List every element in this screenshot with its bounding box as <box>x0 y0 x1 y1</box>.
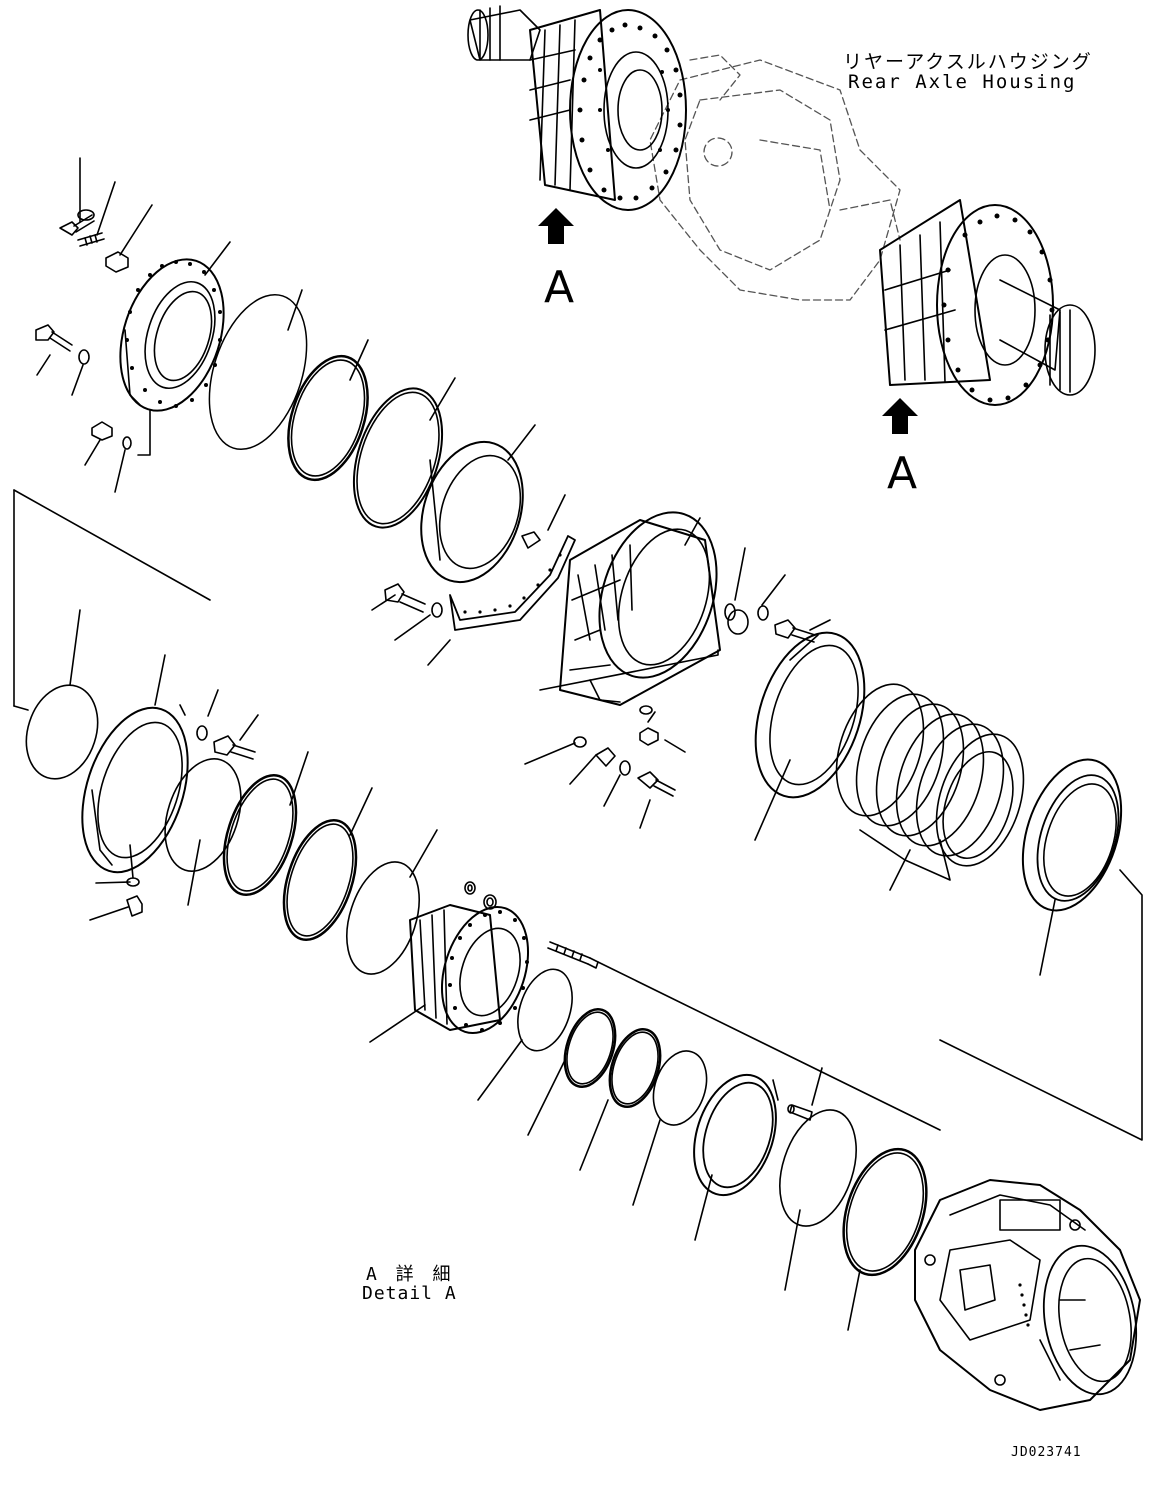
final-drive-housing <box>914 1179 1141 1411</box>
view-marker-left: A <box>544 262 575 313</box>
disc-pack <box>754 631 1143 1141</box>
housing-label-english: Rear Axle Housing <box>848 71 1077 93</box>
right-hub <box>879 199 1096 406</box>
top-rings <box>208 289 536 584</box>
detail-label-japanese: A 詳 細 <box>366 1264 455 1285</box>
drawing-code: JD023741 <box>1011 1445 1082 1460</box>
arrow-up-icon-right <box>882 398 918 434</box>
lower-left-group <box>13 489 438 975</box>
arrow-up-icon-left <box>538 208 574 244</box>
retainer-group <box>35 157 231 493</box>
detail-label-english: Detail A <box>362 1283 457 1304</box>
rear-axle-housing <box>467 5 1096 434</box>
middle-hub-group <box>371 494 831 829</box>
view-marker-right: A <box>887 448 918 499</box>
lower-hub-group <box>369 881 941 1331</box>
left-hub <box>529 9 687 211</box>
housing-label-japanese: リヤーアクスルハウジング <box>843 51 1093 73</box>
